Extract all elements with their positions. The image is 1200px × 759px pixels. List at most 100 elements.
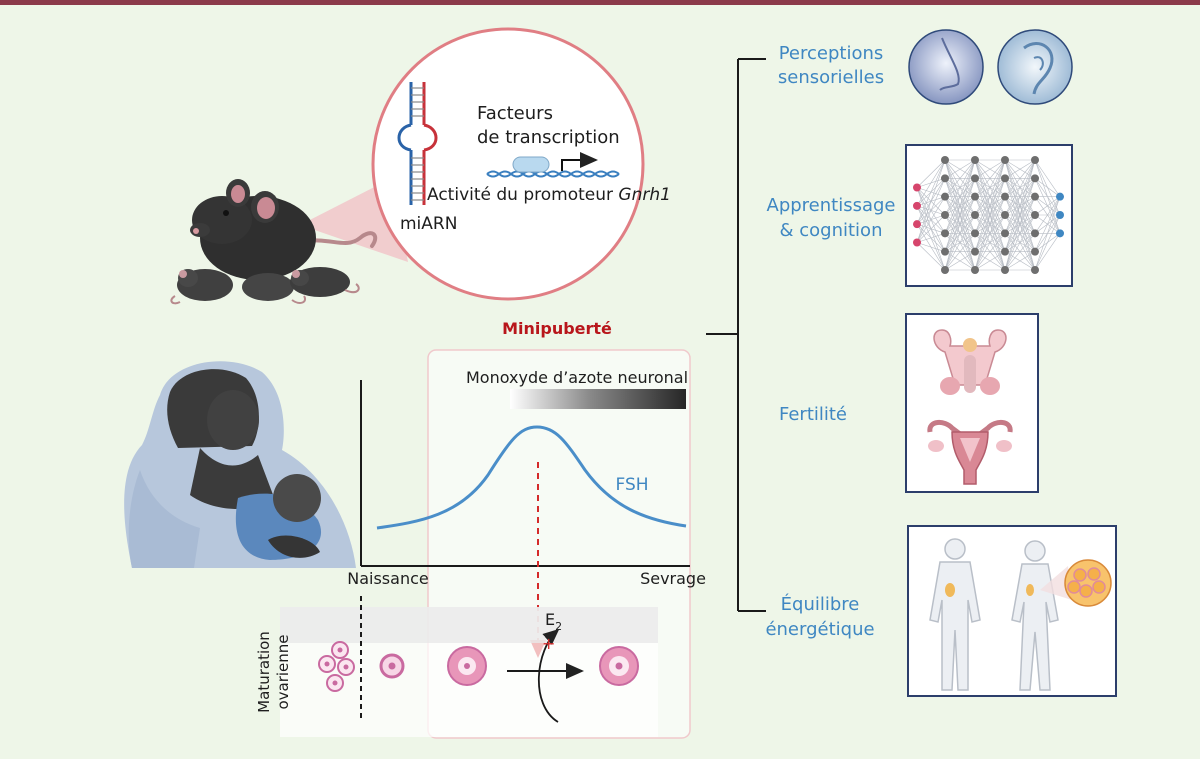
dna-promoter-icon: [486, 152, 620, 178]
outcome-2-line1: Apprentissage: [767, 195, 896, 216]
network-edge: [944, 159, 976, 271]
estradiol-label: E2: [545, 610, 562, 633]
network-edge: [916, 196, 946, 243]
network-edge: [916, 159, 946, 243]
mirna-hairpin-icon: [397, 82, 438, 205]
network-node: [1031, 156, 1039, 164]
network-node: [941, 266, 949, 274]
network-edge: [944, 178, 976, 271]
ovary-band-shade: [280, 607, 658, 643]
ovary-label-line2: ovarienne: [274, 634, 292, 709]
outcome-2-line2: & cognition: [780, 220, 883, 241]
ovarian-maturation-panel: Maturation ovarienne E2 +: [255, 596, 658, 737]
nitric-oxide-label: Monoxyde d’azote neuronal: [466, 368, 688, 387]
network-edge: [916, 242, 946, 271]
network-edge: [974, 159, 1006, 252]
network-node: [1031, 247, 1039, 256]
network-edge: [974, 159, 1006, 216]
secondary-follicle-icon: [447, 646, 487, 686]
mirna-label: miARN: [400, 214, 457, 234]
network-edge: [944, 159, 976, 197]
network-node: [1031, 229, 1039, 238]
network-node: [1031, 211, 1039, 219]
fsh-curve: [376, 425, 687, 530]
network-edge: [1004, 159, 1036, 216]
network-edge: [1004, 178, 1036, 271]
outcome-3-line1: Fertilité: [779, 404, 847, 425]
x-end-label: Sevrage: [640, 569, 706, 588]
network-node: [1001, 192, 1009, 201]
network-edge: [944, 159, 976, 216]
plus-sign: +: [542, 634, 555, 653]
network-node: [971, 156, 979, 164]
network-edge: [916, 242, 946, 252]
mother-nursing-baby-illustration: [124, 361, 356, 568]
neural-network-icon: [913, 156, 1064, 274]
network-edge: [1004, 159, 1036, 271]
network-node: [971, 266, 979, 274]
network-edge: [944, 159, 976, 234]
transcription-factors-line2: de transcription: [477, 127, 620, 148]
network-edge: [974, 214, 1006, 271]
minipuberty-title: Minipuberté: [502, 319, 612, 338]
outcome-1-line1: Perceptions: [779, 43, 884, 64]
network-edge: [974, 159, 1006, 179]
network-node: [1056, 229, 1064, 238]
network-edge: [1034, 196, 1061, 216]
network-node: [1001, 156, 1009, 164]
network-edge: [1034, 233, 1061, 271]
network-node: [941, 229, 949, 238]
ovary-label-line1: Maturation: [255, 631, 273, 713]
nose-icon: [908, 29, 984, 105]
network-edge: [974, 159, 1006, 234]
network-edge: [944, 214, 976, 271]
network-edge: [1004, 196, 1036, 271]
network-edge: [916, 178, 946, 243]
network-edge: [916, 159, 946, 225]
network-edge: [916, 159, 946, 188]
network-edge: [916, 159, 946, 206]
outcome-fertility: Fertilité: [779, 313, 1039, 493]
fsh-label: FSH: [615, 475, 648, 495]
molecular-inset: miARN Facteurs de transcription Activité…: [371, 27, 671, 301]
top-bar: [0, 0, 1200, 5]
network-edge: [1004, 159, 1036, 197]
promoter-activity-label: Activité du promoteur Gnrh1: [427, 185, 671, 205]
uterus-icon: [927, 420, 1013, 485]
network-node: [971, 247, 979, 256]
network-edge: [1004, 159, 1036, 179]
network-node: [1001, 211, 1009, 219]
outcome-1-line2: sensorielles: [778, 67, 884, 88]
network-edge: [1034, 196, 1061, 234]
female-body-icon: [1011, 540, 1059, 691]
network-edge: [974, 159, 1006, 271]
network-node: [941, 156, 949, 164]
network-edge: [944, 251, 976, 271]
antral-follicle-icon: [599, 646, 639, 686]
network-edge: [1004, 159, 1036, 252]
outcome-4-line1: Équilibre: [781, 593, 860, 615]
network-node: [1031, 266, 1039, 274]
network-edge: [974, 159, 1006, 197]
network-edge: [944, 196, 976, 271]
male-reproductive-icon: [933, 329, 1007, 395]
network-edge: [1034, 159, 1061, 197]
network-node: [913, 238, 921, 247]
network-edge: [1004, 159, 1036, 234]
network-edge: [1004, 214, 1036, 271]
male-body-icon: [929, 538, 981, 691]
network-edge: [1034, 196, 1061, 252]
network-node: [1001, 229, 1009, 238]
transcription-factors-line1: Facteurs: [477, 103, 553, 124]
network-edge: [1034, 196, 1061, 271]
network-edge: [974, 196, 1006, 271]
network-node: [913, 183, 921, 192]
x-start-label: Naissance: [347, 569, 428, 588]
network-edge: [1034, 178, 1061, 197]
network-edge: [916, 214, 946, 243]
network-edge: [1034, 214, 1061, 271]
outcome-energy: Équilibre énergétique: [765, 525, 1117, 697]
network-edge: [916, 233, 946, 243]
